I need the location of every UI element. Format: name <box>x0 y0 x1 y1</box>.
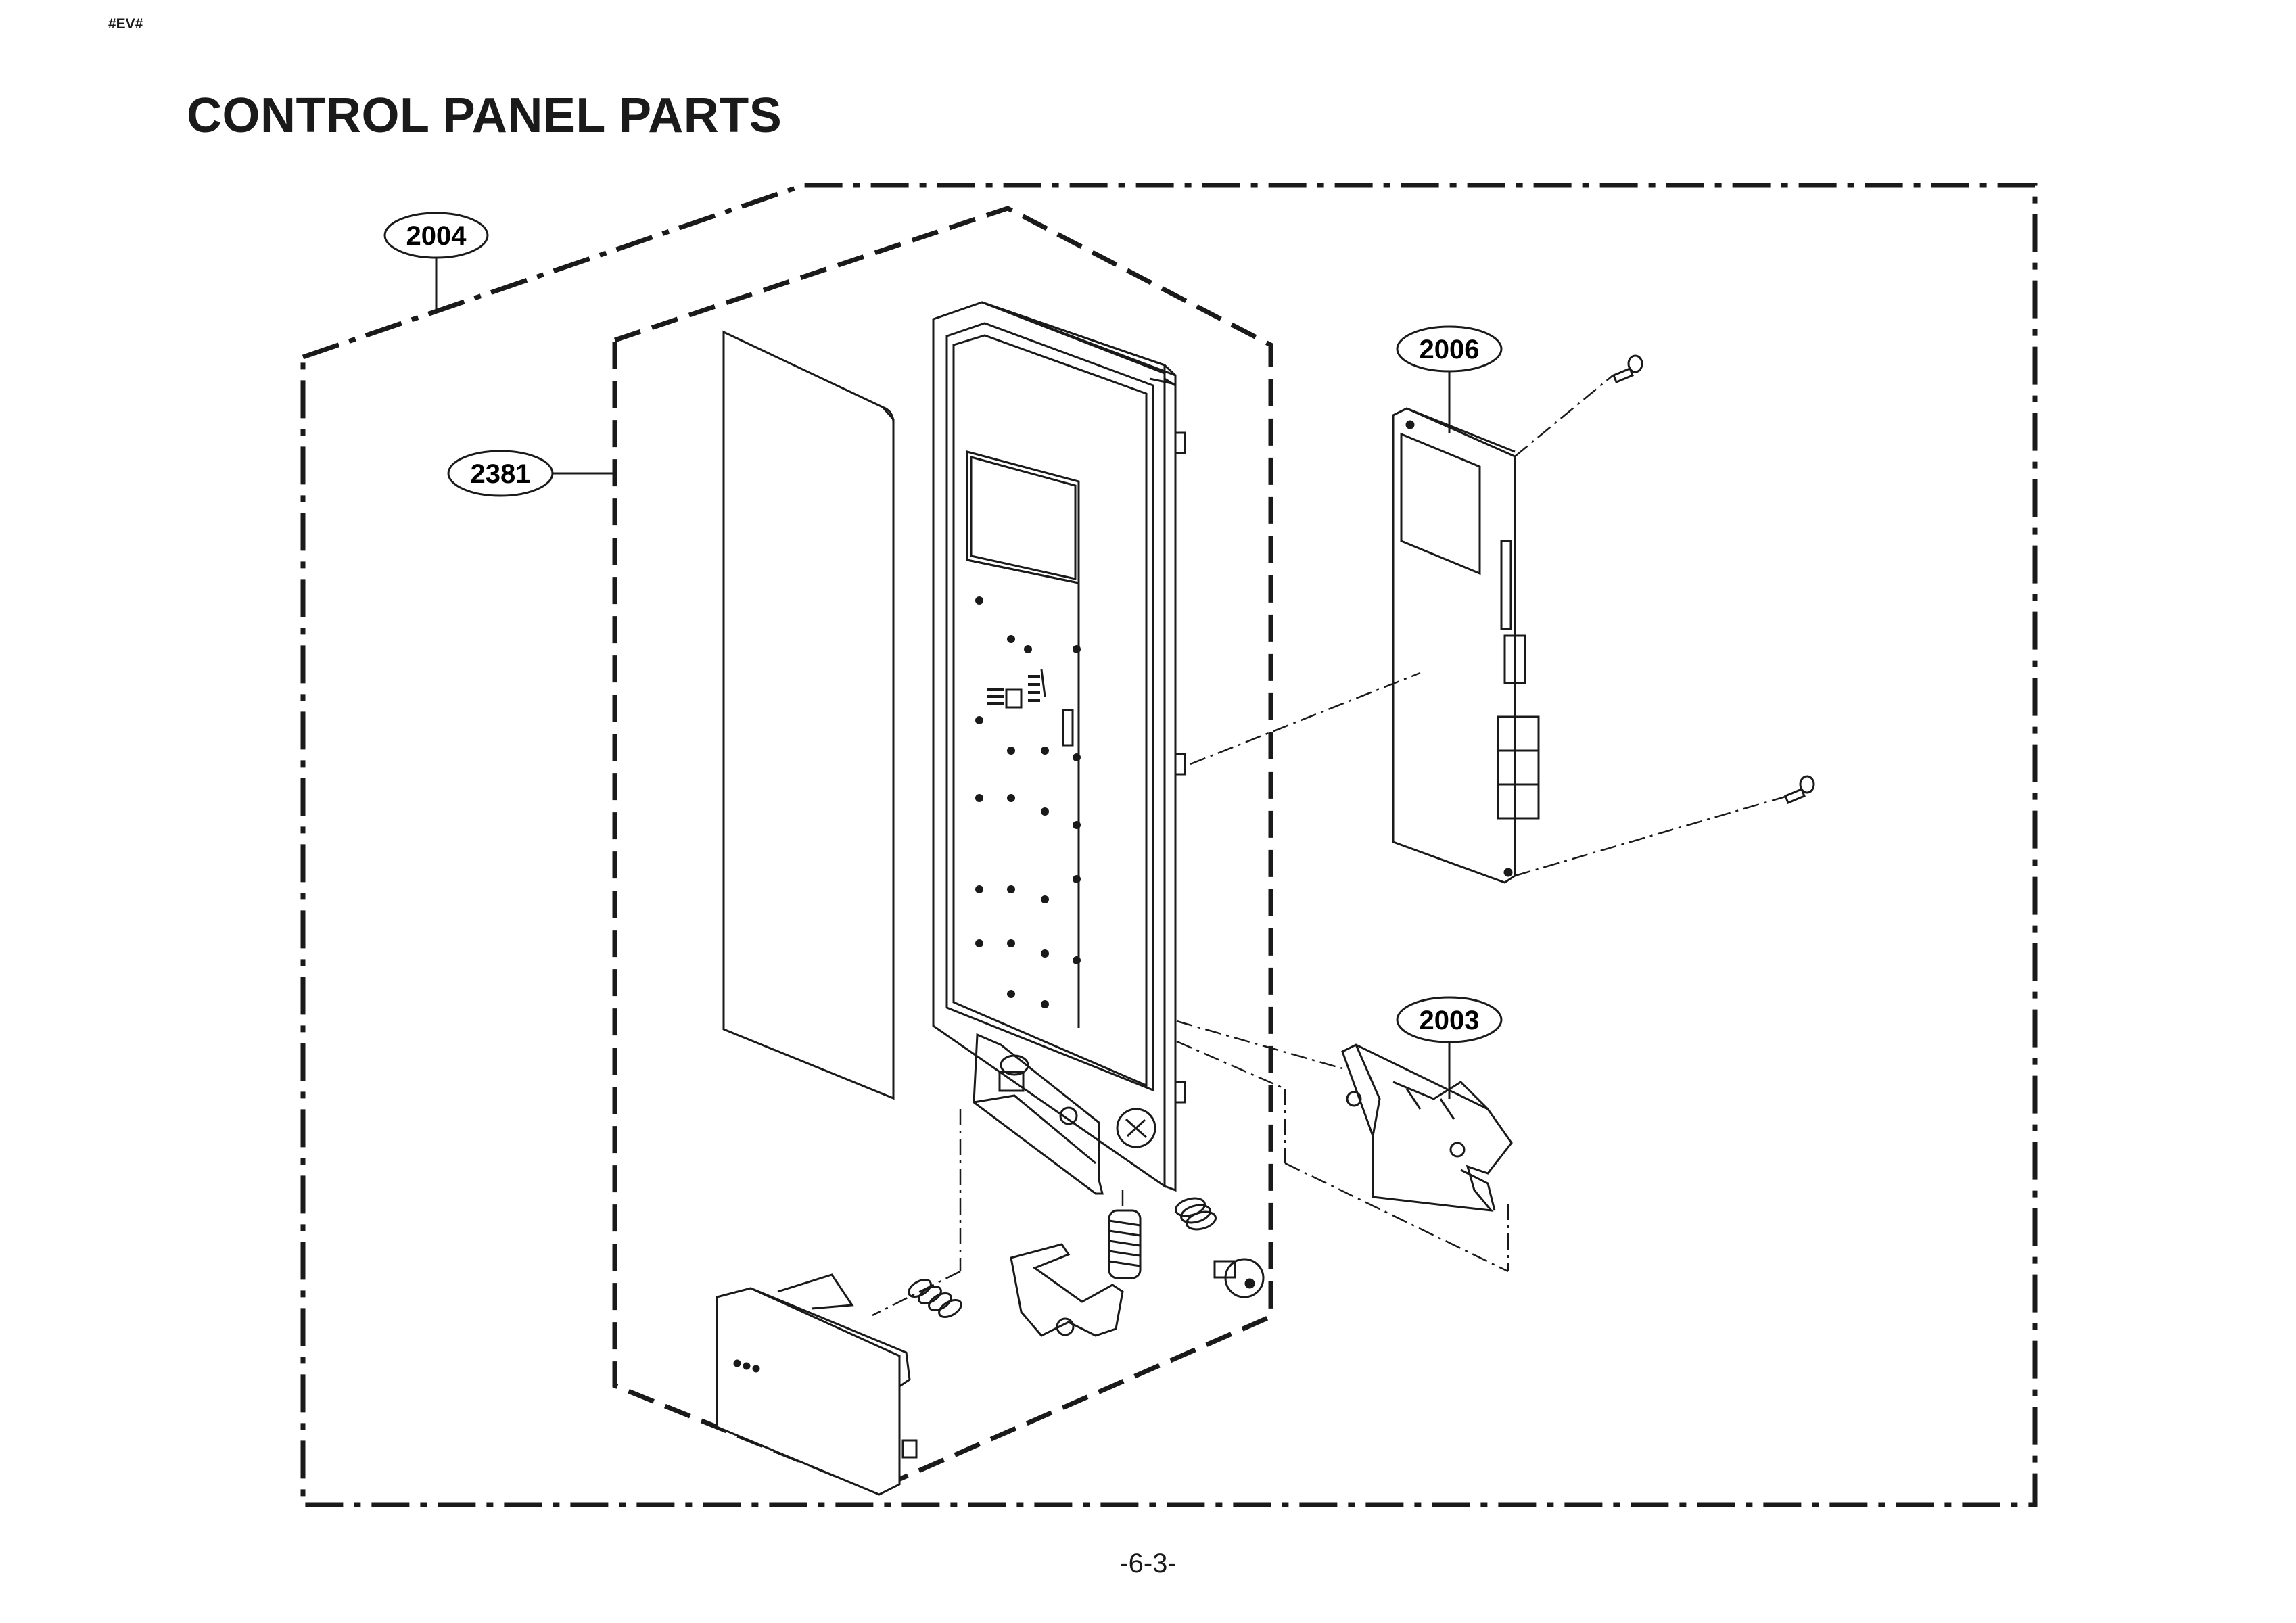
inner-assembly-boundary <box>612 206 1273 1493</box>
callout-label-2381: 2381 <box>471 459 531 489</box>
callout-2381: 2381 <box>447 450 615 497</box>
page-number: -6-3- <box>1119 1549 1177 1578</box>
torsion-spring <box>1108 1209 1142 1279</box>
control-panel-frame <box>932 301 1186 1192</box>
membrane-circuit-marks <box>987 669 1074 747</box>
button-spring <box>908 1279 962 1318</box>
callout-label-2004: 2004 <box>406 221 467 251</box>
callout-2004: 2004 <box>383 212 489 311</box>
screw-upper <box>1612 354 1643 383</box>
callout-label-2006: 2006 <box>1420 335 1480 364</box>
callout-2003: 2003 <box>1396 996 1503 1099</box>
latch-lever <box>1010 1243 1124 1337</box>
screw-lower <box>1784 775 1815 804</box>
lever-shaft-knob <box>1213 1258 1265 1298</box>
keypad-contact-dots <box>975 596 1081 1008</box>
page-title: CONTROL PANEL PARTS <box>187 89 782 143</box>
callout-2006: 2006 <box>1396 325 1503 433</box>
document-code: #EV# <box>108 16 143 32</box>
assembly-guide-lines <box>872 375 1786 1317</box>
door-open-button <box>716 1273 918 1496</box>
callout-label-2003: 2003 <box>1420 1006 1480 1035</box>
compression-spring <box>1175 1197 1217 1231</box>
front-decor-panel <box>722 330 895 1100</box>
pcb-board <box>1392 407 1540 884</box>
door-lever-bracket <box>1341 1043 1513 1212</box>
outer-assembly-boundary <box>300 183 2038 1507</box>
frame-latch-housing <box>973 1033 1156 1195</box>
